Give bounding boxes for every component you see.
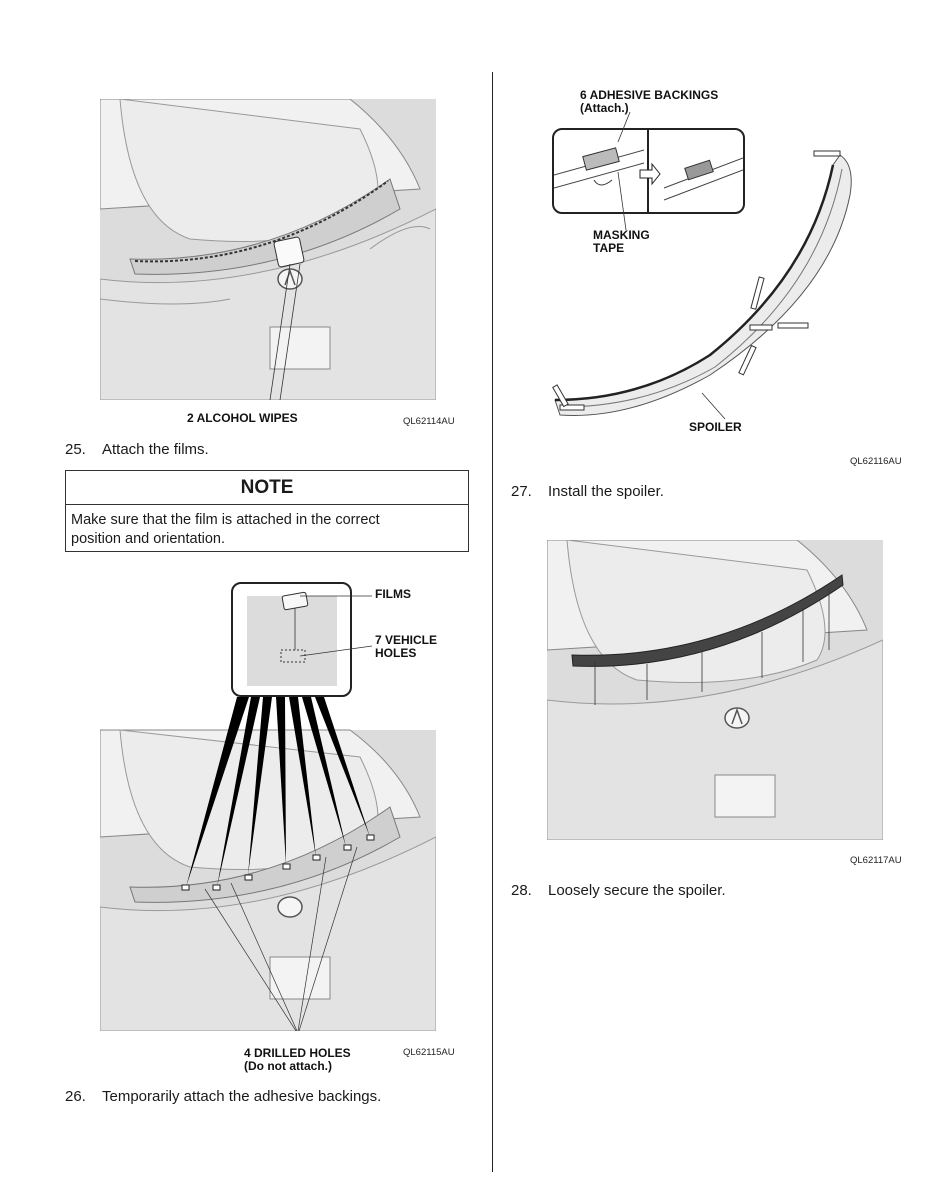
figure-films [100, 697, 436, 1031]
figure-code-3: QL62116AU [850, 456, 902, 467]
note-box: NOTE Make sure that the film is attached… [65, 470, 469, 552]
figure-code-1: QL62114AU [403, 416, 455, 427]
drilled-holes-callout-line1: 4 DRILLED HOLES [244, 1046, 351, 1060]
films-leader-lines [300, 595, 373, 657]
spoiler-callout: SPOILER [689, 420, 742, 434]
inset-leader-lines [617, 112, 631, 231]
note-body: Make sure that the film is attached in t… [71, 512, 380, 547]
figure-spoiler [552, 150, 852, 420]
masking-tape-callout-line2: TAPE [593, 241, 625, 255]
figure-install-spoiler [547, 540, 883, 840]
note-heading: NOTE [66, 471, 468, 505]
step-28: 28.Loosely secure the spoiler. [511, 882, 726, 899]
adhesive-backings-callout-line2: (Attach.) [580, 101, 629, 115]
step-27: 27.Install the spoiler. [511, 483, 664, 500]
figure-code-2: QL62115AU [403, 1047, 455, 1058]
vehicle-holes-callout-line1: 7 VEHICLE [375, 633, 438, 647]
step-25: 25.Attach the films. [65, 441, 209, 458]
figure-alcohol-wipes [100, 99, 436, 400]
adhesive-backings-callout-line1: 6 ADHESIVE BACKINGS [580, 88, 719, 102]
figure-code-4: QL62117AU [850, 855, 902, 866]
films-inset [231, 582, 352, 697]
drilled-holes-callout-line2: (Do not attach.) [244, 1059, 332, 1073]
column-divider [492, 72, 493, 1172]
masking-tape-callout-line1: MASKING [593, 228, 650, 242]
films-callout: FILMS [375, 587, 411, 601]
alcohol-wipes-callout: 2 ALCOHOL WIPES [187, 411, 298, 425]
adhesive-backing-detail-inset [552, 128, 745, 214]
step-26: 26.Temporarily attach the adhesive backi… [65, 1088, 382, 1105]
vehicle-holes-callout-line2: HOLES [375, 646, 417, 660]
